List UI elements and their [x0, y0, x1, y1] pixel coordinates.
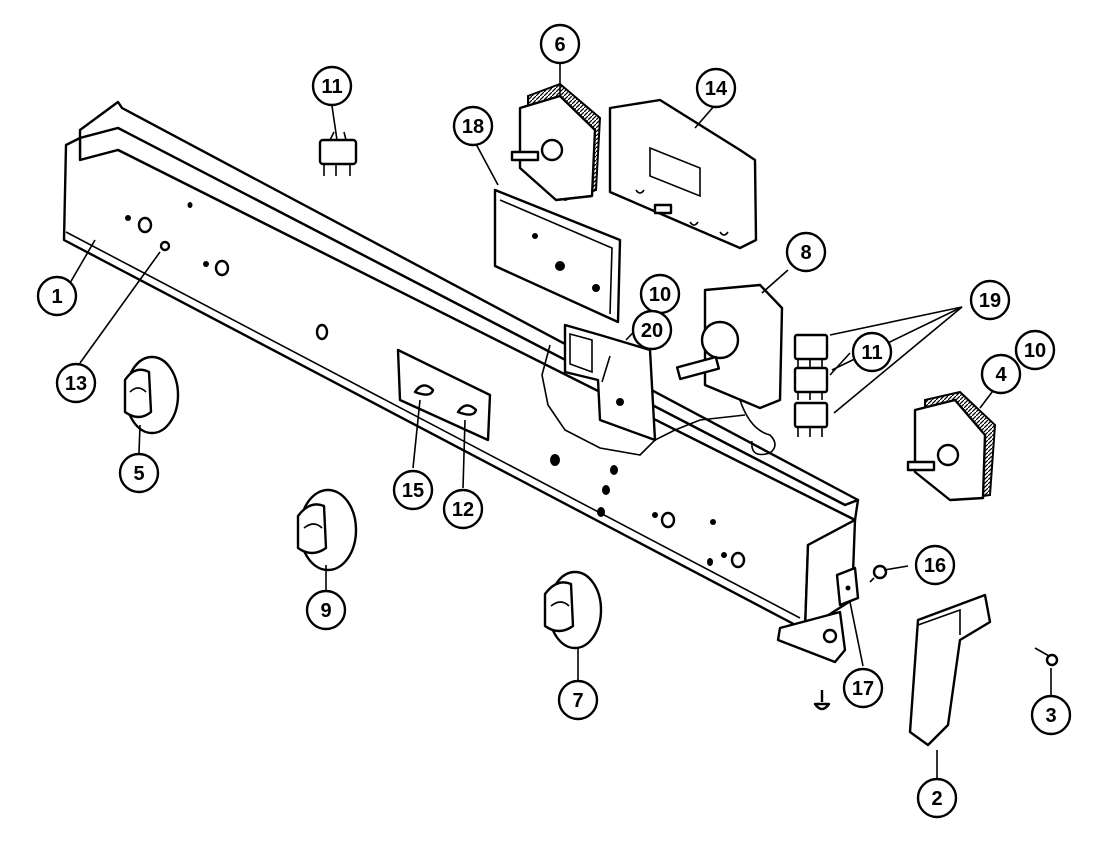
callout-9-label: 9	[320, 600, 331, 622]
callout-7: 7	[557, 679, 599, 721]
screw-16	[869, 564, 888, 583]
switch-11-top	[318, 131, 358, 176]
callout-19-label: 19	[979, 290, 1001, 312]
timer-motor-8	[675, 283, 784, 456]
callout-13-label: 13	[65, 373, 87, 395]
callout-4: 4	[980, 353, 1022, 395]
end-cap-2	[908, 593, 992, 747]
callout-16: 16	[914, 544, 956, 586]
callout-10-left: 10	[639, 273, 681, 315]
callout-13: 13	[55, 362, 97, 404]
timer-6	[510, 82, 602, 202]
switch-stack-19	[793, 333, 829, 437]
callout-4-label: 4	[995, 364, 1007, 386]
callout-18: 18	[452, 105, 494, 147]
callout-11-right-label: 11	[861, 342, 882, 364]
callout-3: 3	[1030, 694, 1072, 736]
callout-8-label: 8	[800, 242, 811, 264]
callout-2-label: 2	[931, 788, 942, 810]
timer-4	[906, 390, 997, 502]
display-board-14	[608, 98, 758, 250]
callout-17: 17	[842, 667, 884, 709]
callout-11-top-label: 11	[321, 76, 342, 98]
knob-9	[296, 488, 358, 572]
callout-6: 6	[539, 23, 581, 65]
callout-8: 8	[785, 231, 827, 273]
callout-11-top: 11	[311, 65, 353, 107]
callout-10-right-label: 10	[1024, 340, 1046, 362]
callout-7-label: 7	[572, 690, 583, 712]
callout-14-label: 14	[705, 78, 728, 100]
callout-20-label: 20	[641, 320, 663, 342]
knob-7	[543, 570, 603, 650]
callout-10-left-label: 10	[649, 284, 671, 306]
callout-19: 19	[969, 279, 1011, 321]
knob-5	[123, 355, 180, 435]
callout-17-label: 17	[852, 678, 874, 700]
callout-20: 20	[631, 309, 673, 351]
callout-16-label: 16	[924, 555, 946, 577]
callout-1-label: 1	[51, 286, 62, 308]
callout-12: 12	[442, 488, 484, 530]
clip-17	[835, 566, 860, 607]
callout-2: 2	[916, 777, 958, 819]
callout-9: 9	[305, 589, 347, 631]
callout-15: 15	[392, 469, 434, 511]
callout-15-label: 15	[402, 480, 424, 502]
screw-3	[1034, 647, 1059, 667]
callout-3-label: 3	[1045, 705, 1056, 727]
callout-12-label: 12	[452, 499, 474, 521]
callout-5-label: 5	[133, 463, 144, 485]
plate-20	[563, 323, 657, 442]
callout-1: 1	[36, 275, 78, 317]
callout-10-right: 10	[1014, 329, 1056, 371]
callout-14: 14	[695, 67, 737, 109]
bracket-18	[493, 188, 622, 324]
callout-18-label: 18	[462, 116, 484, 138]
callout-5: 5	[118, 452, 160, 494]
callout-11-right: 11	[851, 331, 893, 373]
callout-6-label: 6	[554, 34, 565, 56]
control-panel	[62, 100, 860, 711]
